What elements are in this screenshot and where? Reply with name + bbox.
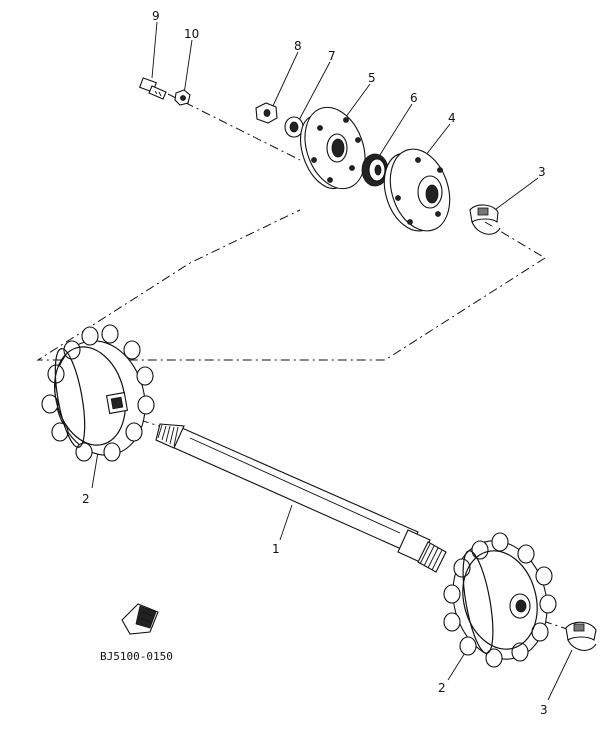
callout-6: 6 [410,91,418,105]
sprocket-right-teeth [443,532,557,668]
shaft-left-spline [157,424,179,447]
housing-part-4 [383,148,451,232]
bearing-part-6 [361,153,389,187]
shaft-part-1 [155,423,447,573]
callout-5: 5 [368,71,376,85]
callout-9: 9 [152,9,160,23]
nut-part-10 [174,89,191,106]
callout-2-right: 2 [438,681,446,695]
callout-1: 1 [272,542,280,556]
callout-3-top: 3 [538,165,546,179]
sprocket-part-2-right [443,532,557,668]
clip-part-3-bottom [565,621,597,651]
callout-4: 4 [448,111,456,125]
flange-part-5 [300,106,366,190]
sprocket-left-teeth [41,324,155,462]
callout-2-left: 2 [82,492,90,506]
callout-3-bottom: 3 [540,703,548,717]
nut-part-8 [255,102,278,124]
bolt-part-9 [139,77,167,100]
callout-8: 8 [294,39,302,53]
washer-part-7 [284,116,304,138]
callout-7: 7 [328,49,336,63]
callout-labels: 9 10 8 7 5 6 4 3 2 1 2 3 [82,9,548,717]
shaft-right-spline [417,541,447,573]
arrow-box-icon [121,603,159,635]
sprocket-part-2-left [41,324,155,462]
callout-10: 10 [184,27,199,41]
diagram-code: BJ5100-0150 [100,650,173,663]
clip-part-3-top [469,204,501,235]
